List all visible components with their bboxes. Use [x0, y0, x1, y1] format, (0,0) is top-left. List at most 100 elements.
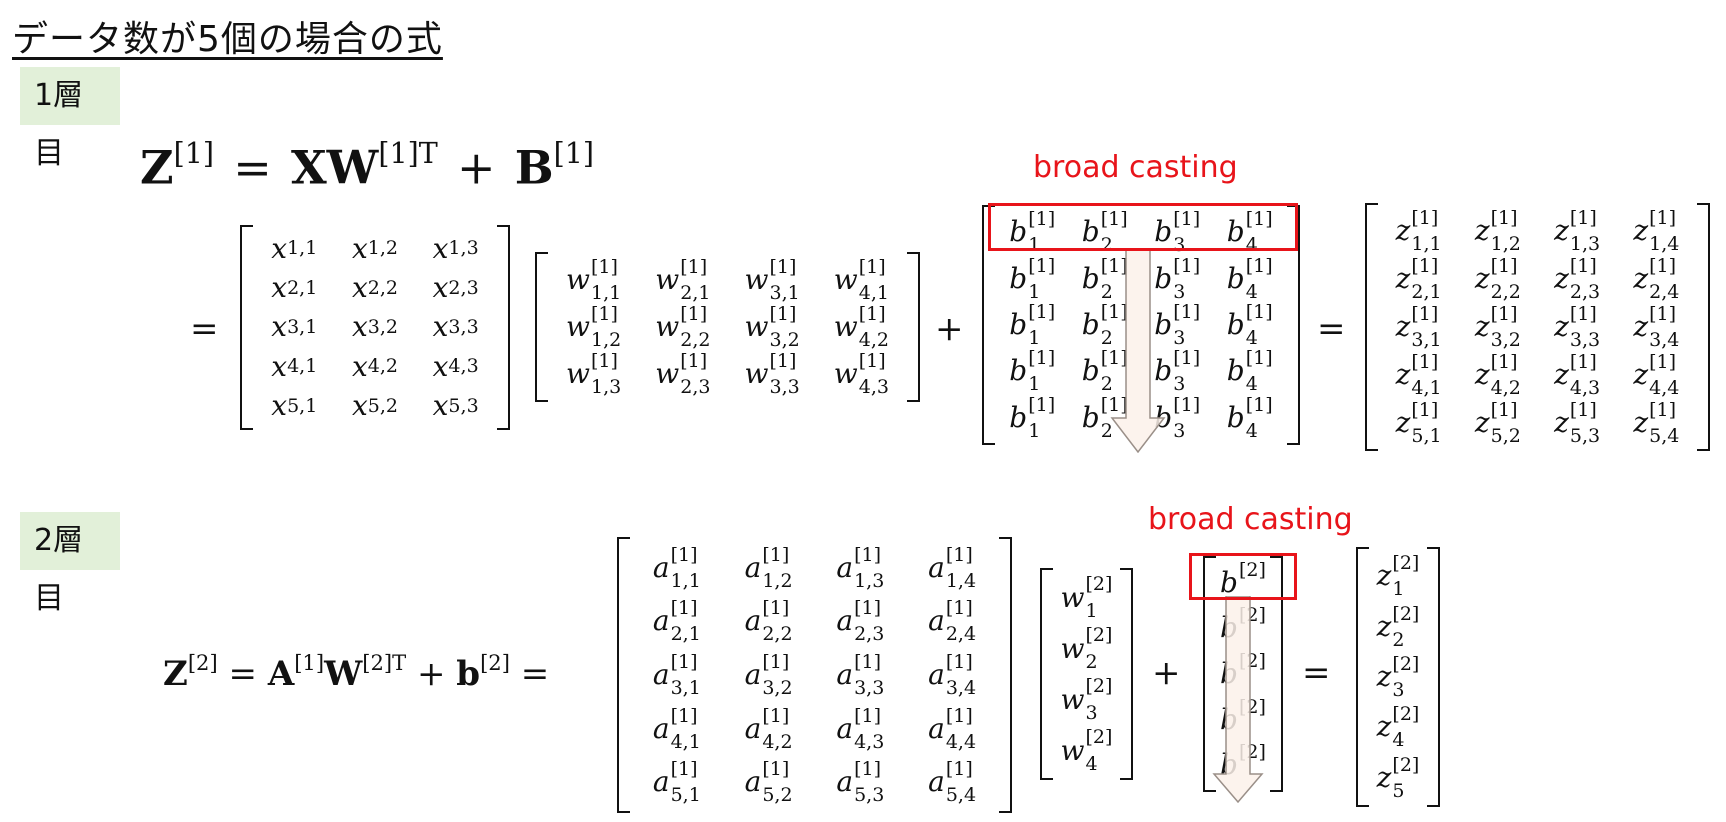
layer2-broadcast-arrow	[1212, 596, 1264, 803]
layer2-equals: =	[1302, 653, 1331, 693]
cell-superscript: [1]	[854, 758, 882, 781]
eq2-A: A	[267, 653, 295, 694]
cell-symbol: w	[566, 309, 590, 343]
cell-symbol: a	[652, 765, 670, 799]
matrix-cell: a[1]5,4	[906, 755, 998, 809]
cell-superscript: [1]	[762, 758, 790, 781]
matrix-cell: z[1]4,3	[1538, 351, 1617, 399]
cell-subscript: 3	[1173, 280, 1186, 303]
matrix-cell: w[1]2,1	[638, 256, 727, 303]
matrix-cell: w[2]2	[1054, 623, 1119, 674]
matrix-cell: z[1]3,2	[1458, 303, 1537, 351]
matrix-cell: z[1]1,4	[1617, 207, 1696, 255]
cell-subscript: 1	[1028, 419, 1041, 442]
cell-symbol: b	[1009, 215, 1028, 249]
cell-symbol: x	[351, 271, 368, 305]
cell-symbol: z	[1554, 214, 1569, 247]
cell-superscript: [1]	[670, 650, 698, 673]
cell-subscript: 3,3	[1569, 329, 1601, 351]
cell-superscript: [1]	[1411, 206, 1439, 229]
matrix-cell: w[1]3,2	[728, 303, 817, 350]
cell-subscript: 1,3	[854, 569, 885, 592]
cell-subscript: 1	[1392, 578, 1405, 601]
cell-superscript: [2]	[1085, 726, 1113, 749]
cell-symbol: z	[1633, 310, 1649, 343]
matrix-cell: b[1]4	[1214, 348, 1287, 394]
layer2-badge: 2層目	[20, 512, 120, 616]
cell-symbol: w	[566, 357, 590, 391]
eq1-W-sup: [1]T	[378, 137, 438, 170]
cell-subscript: 2	[1100, 326, 1113, 349]
cell-superscript: [1]	[1100, 300, 1128, 323]
cell-superscript: [1]	[858, 350, 886, 373]
cell-subscript: 4,1	[858, 281, 889, 304]
cell-superscript: [1]	[945, 543, 973, 566]
cell-superscript: [1]	[1649, 302, 1677, 325]
cell-superscript: [1]	[1490, 302, 1518, 325]
matrix-cell: w[2]3	[1054, 674, 1119, 725]
cell-superscript: [1]	[1028, 254, 1056, 277]
cell-subscript: 4,2	[1490, 377, 1521, 399]
cell-symbol: z	[1474, 262, 1490, 295]
cell-symbol: x	[271, 231, 288, 265]
cell-subscript: 2,1	[680, 281, 711, 304]
cell-superscript: [2]	[1392, 552, 1420, 575]
cell-subscript: 5	[1392, 779, 1405, 802]
matrix-cell: a[1]4,2	[723, 702, 815, 756]
cell-symbol: a	[652, 657, 670, 691]
cell-subscript: 4,2	[762, 730, 793, 753]
layer2-broadcast-label: broad casting	[1148, 502, 1353, 537]
cell-symbol: z	[1395, 358, 1411, 391]
cell-symbol: z	[1395, 214, 1411, 247]
cell-subscript: 2	[1100, 280, 1113, 303]
cell-symbol: z	[1633, 358, 1649, 391]
cell-symbol: z	[1633, 214, 1649, 247]
layer2-plus: +	[1152, 653, 1181, 693]
cell-subscript: 3	[1173, 326, 1186, 349]
cell-superscript: [1]	[1569, 398, 1597, 421]
cell-subscript: 3,3	[854, 676, 885, 699]
cell-superscript: [1]	[1100, 254, 1128, 277]
cell-symbol: a	[836, 711, 854, 745]
matrix-cell: b[1]1	[996, 348, 1069, 394]
cell-symbol: x	[271, 310, 288, 344]
cell-symbol: b	[1081, 400, 1100, 434]
matrix-cell: b[1]4	[1214, 302, 1287, 348]
cell-symbol: b	[1226, 354, 1245, 388]
eq2-equals: =	[228, 653, 258, 694]
matrix-cell: b[1]1	[996, 209, 1069, 255]
matrix-cell: b[1]4	[1214, 255, 1287, 301]
cell-symbol: x	[432, 310, 449, 344]
cell-superscript: [1]	[1028, 208, 1056, 231]
matrix-cell: a[1]4,3	[815, 702, 907, 756]
cell-subscript: 3,2	[769, 328, 800, 351]
cell-superscript: [1]	[670, 597, 698, 620]
cell-symbol: a	[836, 604, 854, 638]
matrix-cell: z[1]2,3	[1538, 255, 1617, 303]
cell-symbol: x	[271, 271, 288, 305]
matrix-cell: a[1] 1,4	[906, 541, 998, 595]
cell-symbol: a	[652, 711, 670, 745]
cell-symbol: x	[351, 389, 368, 423]
cell-superscript: [1]	[1100, 208, 1128, 231]
cell-superscript: [1]	[945, 650, 973, 673]
cell-superscript: [1]	[1649, 398, 1677, 421]
matrix-cell: z[1]2,1	[1379, 255, 1458, 303]
cell-symbol: a	[928, 550, 945, 584]
eq2-Z: Z	[163, 653, 188, 694]
cell-superscript: [1]	[1028, 300, 1056, 323]
cell-symbol: b	[1081, 354, 1100, 388]
cell-subscript: 1,4	[945, 569, 977, 592]
matrix-cell: b[1]4	[1214, 395, 1287, 441]
cell-symbol: w	[1060, 682, 1085, 716]
matrix-cell: z[1]2,4	[1617, 255, 1696, 303]
cell-superscript: [1]	[1569, 302, 1597, 325]
cell-symbol: x	[351, 231, 368, 265]
cell-subscript: 2,3	[448, 276, 479, 299]
cell-symbol: b	[1154, 261, 1173, 295]
cell-subscript: 4,1	[670, 730, 701, 753]
